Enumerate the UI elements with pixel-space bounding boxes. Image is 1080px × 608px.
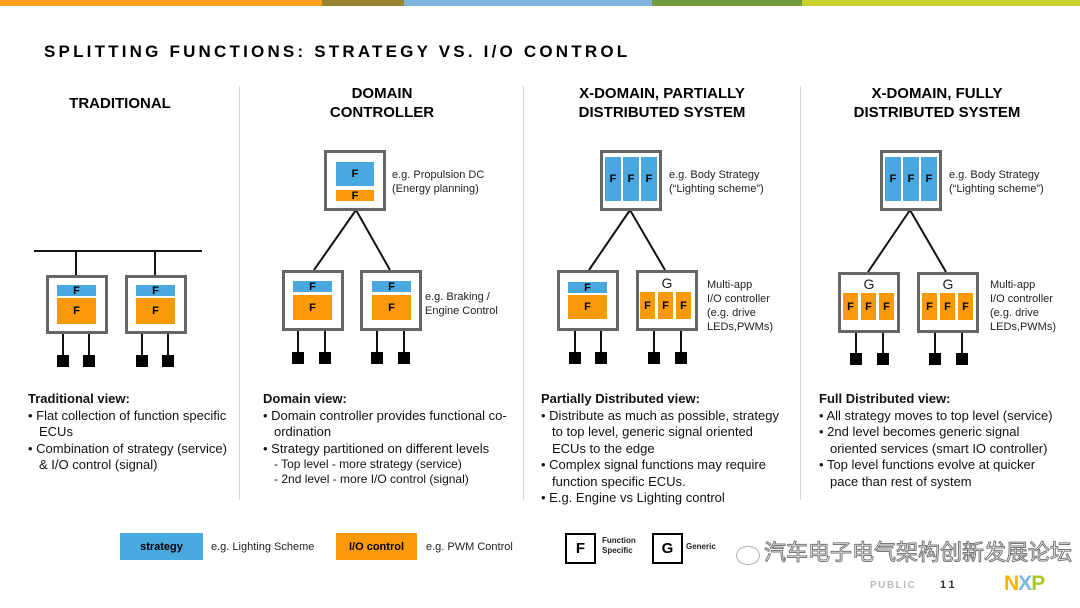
io-pin [929,353,941,365]
strategy-block: F [641,157,657,201]
slide-title: SPLITTING FUNCTIONS: STRATEGY VS. I/O CO… [44,42,631,61]
strategy-block: F [136,285,175,297]
strategy-block: F [57,285,96,297]
io-pin [398,352,410,364]
legend-generic-label: Generic [686,542,716,551]
io-pin [319,352,331,364]
legend-strategy-example: e.g. Lighting Scheme [211,541,315,553]
io-pin [292,352,304,364]
legend-generic-box: G [652,533,683,564]
heading-traditional: TRADITIONAL [69,95,171,112]
io-block: F [640,292,655,319]
partial-view-text: Partially Distributed view: Distribute a… [541,391,786,507]
legend-io-example: e.g. PWM Control [426,541,513,553]
column-divider [523,86,524,500]
column-divider [239,86,240,500]
io-block: F [336,190,374,202]
strategy-block: F [885,157,901,201]
io-block: F [372,295,411,320]
generic-label: G [942,276,954,292]
strategy-block: F [568,282,607,294]
io-block: F [861,293,876,320]
io-pin [569,352,581,364]
wechat-icon [736,546,760,565]
watermark-text: 汽车电子电气架构创新发展论坛 [763,541,1073,567]
io-pin [136,355,148,367]
io-block: F [658,292,673,319]
io-pin [648,352,660,364]
page-number: 11 [940,579,958,591]
traditional-view-text: Traditional view: Flat collection of fun… [28,391,233,474]
io-block: F [293,295,332,320]
generic-label: G [661,275,673,291]
ecu-box [46,275,108,334]
io-block: F [136,298,175,324]
brand-bar-orange [0,0,322,6]
strategy-block: F [605,157,621,201]
io-pin [162,355,174,367]
io-pin [956,353,968,365]
io-pin [877,353,889,365]
partial-top-label: e.g. Body Strategy(“Lighting scheme”) [669,169,764,195]
brand-bar-green [652,0,802,6]
strategy-block: F [336,162,374,186]
legend-io-swatch: I/O control [336,533,417,560]
io-pin [850,353,862,365]
io-pin [675,352,687,364]
full-top-label: e.g. Body Strategy(“Lighting scheme”) [949,169,1044,195]
classification-label: PUBLIC [870,580,917,591]
io-pin [595,352,607,364]
column-divider [800,86,801,500]
domain-bottom-label: e.g. Braking /Engine Control [425,291,498,317]
strategy-block: F [372,281,411,293]
io-pin [83,355,95,367]
domain-view-text: Domain view: Domain controller provides … [263,391,518,487]
io-block: F [57,298,96,324]
strategy-block: F [921,157,937,201]
brand-bar-lime [802,0,1080,6]
io-pin [371,352,383,364]
nxp-logo: NXP [1004,572,1045,595]
io-block: F [940,293,955,320]
legend-function-box: F [565,533,596,564]
strategy-block: F [903,157,919,201]
io-block: F [568,295,607,319]
domain-top-label: e.g. Propulsion DC(Energy planning) [392,169,485,195]
io-block: F [922,293,937,320]
generic-label: G [863,276,875,292]
io-block: F [843,293,858,320]
io-block: F [958,293,973,320]
io-block: F [879,293,894,320]
strategy-block: F [293,281,332,293]
strategy-block: F [623,157,639,201]
io-block: F [676,292,691,319]
io-pin [57,355,69,367]
full-view-text: Full Distributed view: All strategy move… [819,391,1064,490]
brand-bar-olive [322,0,404,6]
brand-bar-blue [404,0,652,6]
legend-strategy-swatch: strategy [120,533,203,560]
